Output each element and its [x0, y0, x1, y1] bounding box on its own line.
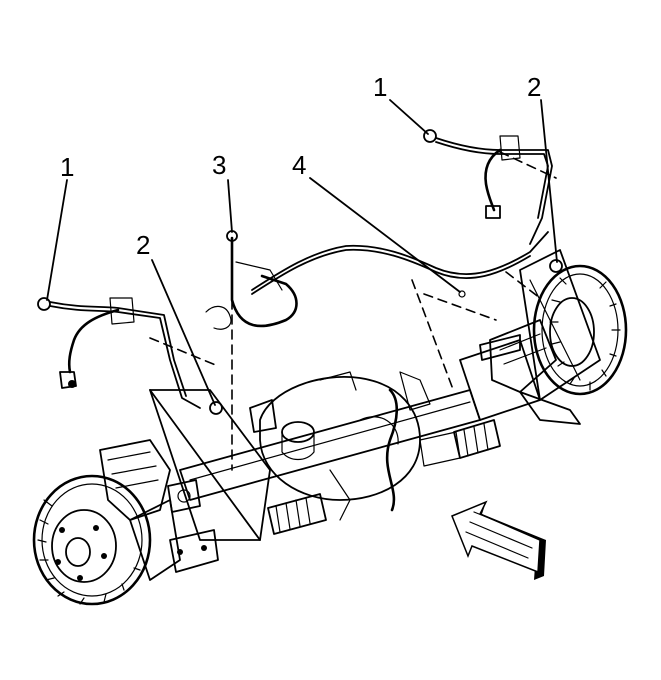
differential: [249, 371, 431, 521]
front-direction-arrow-icon: [451, 500, 546, 580]
main-brake-line: [205, 230, 549, 330]
axle-housing: [149, 249, 601, 541]
callout-2-left: 2: [136, 230, 150, 260]
callout-4: 4: [292, 150, 306, 180]
alignment-lines: [231, 271, 541, 471]
caliper-left: [99, 439, 219, 581]
brake-rotor-right: [489, 264, 628, 425]
left-sensor-harness: [37, 297, 223, 415]
leader-lines: [46, 99, 558, 406]
callout-2-right: 2: [527, 72, 541, 102]
callout-1-left: 1: [60, 152, 74, 182]
steering-boots: [267, 419, 501, 535]
callout-1-right: 1: [373, 72, 387, 102]
right-sensor-harness: [423, 129, 563, 273]
brake-rotor-left: [32, 474, 152, 606]
callout-3: 3: [212, 150, 226, 180]
